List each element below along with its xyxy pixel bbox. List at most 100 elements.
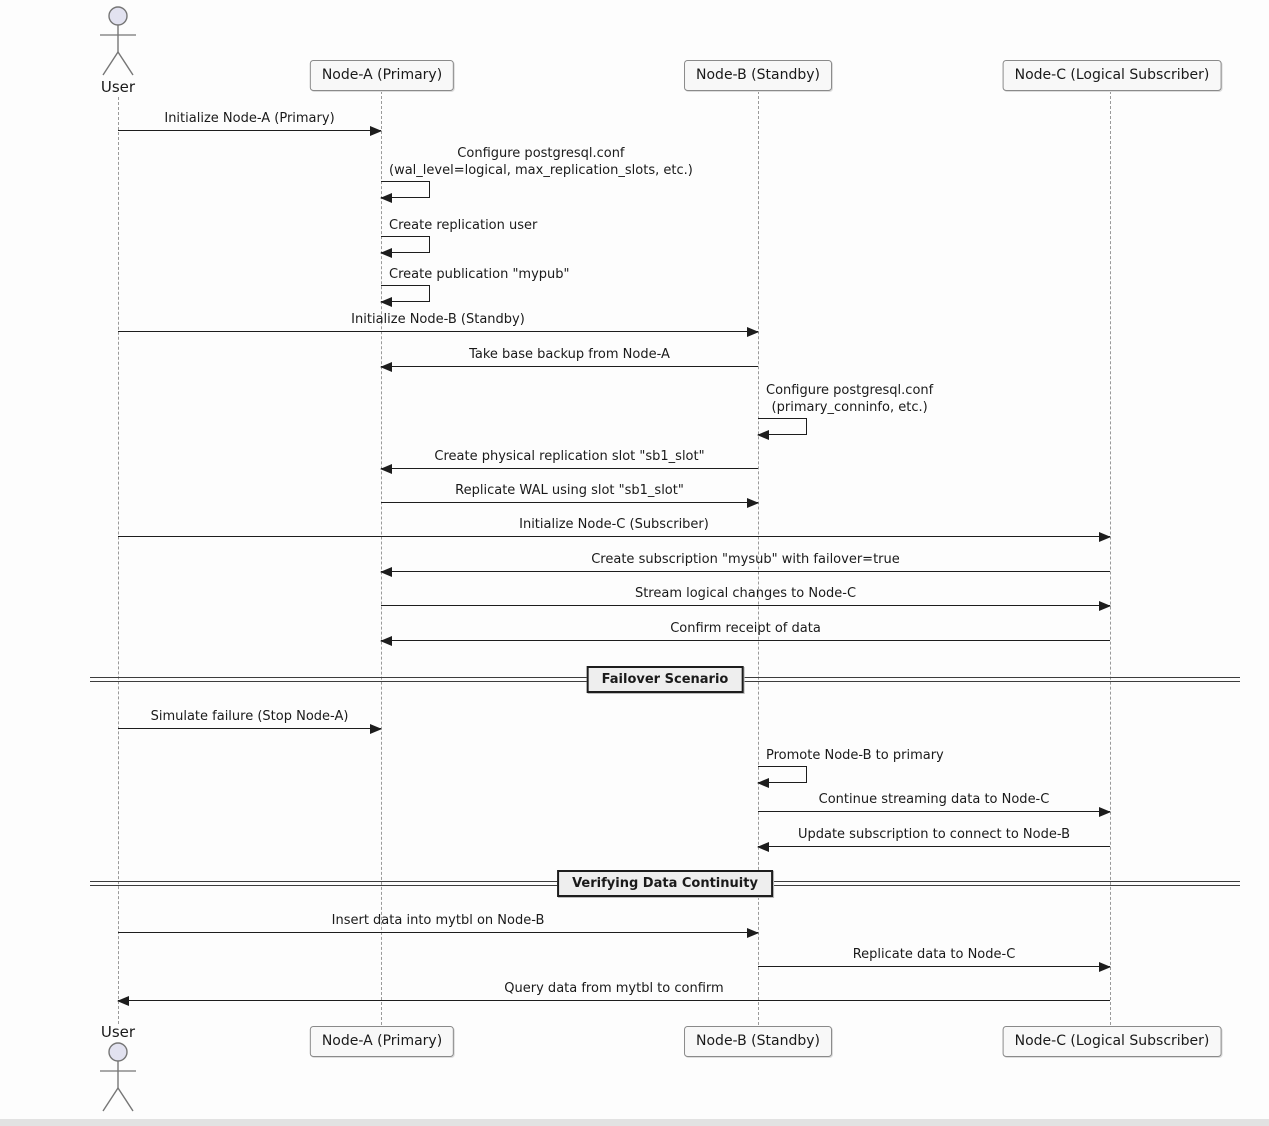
message-line xyxy=(118,932,758,933)
message-label-line1: Configure postgresql.conf xyxy=(457,146,625,161)
stick-figure-icon xyxy=(100,6,136,76)
message-line xyxy=(758,846,1110,847)
arrowhead-left xyxy=(380,636,392,646)
message-label: Replicate data to Node-C xyxy=(852,947,1016,962)
self-message-create-publication: Create publication "mypub" xyxy=(380,263,570,307)
self-message-loop xyxy=(757,418,807,440)
actor-label: User xyxy=(100,78,136,96)
arrowhead-right xyxy=(1099,962,1111,972)
actor-user-bottom: User xyxy=(96,1024,140,1115)
message-insert-data: Insert data into mytbl on Node-B xyxy=(118,912,759,938)
arrowhead-left xyxy=(757,842,769,852)
arrowhead-right xyxy=(1099,532,1111,542)
message-initialize-node-a: Initialize Node-A (Primary) xyxy=(118,110,382,136)
arrowhead-right xyxy=(370,126,382,136)
message-replicate-wal: Replicate WAL using slot "sb1_slot" xyxy=(381,482,759,508)
message-label: Configure postgresql.conf (primary_conni… xyxy=(766,382,933,416)
message-line xyxy=(118,728,381,729)
arrowhead-left xyxy=(380,297,392,307)
message-line xyxy=(381,605,1110,606)
message-line xyxy=(118,331,758,332)
message-simulate-failure: Simulate failure (Stop Node-A) xyxy=(118,708,382,734)
divider-label: Verifying Data Continuity xyxy=(557,870,773,897)
arrowhead-left xyxy=(380,193,392,203)
arrowhead-left xyxy=(380,464,392,474)
message-label: Promote Node-B to primary xyxy=(766,748,944,763)
actor-label: User xyxy=(100,1023,136,1041)
message-line xyxy=(381,571,1110,572)
message-create-physical-slot: Create physical replication slot "sb1_sl… xyxy=(380,448,758,474)
message-line xyxy=(381,366,758,367)
self-message-promote-node-b: Promote Node-B to primary xyxy=(757,744,944,788)
arrowhead-left xyxy=(757,778,769,788)
message-query-data: Query data from mytbl to confirm xyxy=(117,980,1110,1006)
message-label: Create physical replication slot "sb1_sl… xyxy=(434,449,705,464)
message-label-line2: (wal_level=logical, max_replication_slot… xyxy=(389,163,693,178)
message-label: Confirm receipt of data xyxy=(670,621,821,636)
self-message-loop xyxy=(757,766,807,788)
arrowhead-right xyxy=(747,928,759,938)
divider-failover-scenario: Failover Scenario xyxy=(90,666,1240,693)
divider-verifying-data-continuity: Verifying Data Continuity xyxy=(90,870,1240,897)
self-message-loop xyxy=(380,285,430,307)
lifeline-node-c xyxy=(1110,91,1111,1025)
message-label: Update subscription to connect to Node-B xyxy=(797,827,1071,842)
arrowhead-left xyxy=(117,996,129,1006)
message-line xyxy=(118,1000,1110,1001)
message-line xyxy=(758,966,1110,967)
arrowhead-right xyxy=(1099,601,1111,611)
participant-node-b-bottom: Node-B (Standby) xyxy=(684,1026,832,1057)
arrowhead-right xyxy=(370,724,382,734)
message-label: Create publication "mypub" xyxy=(389,267,570,282)
arrowhead-right xyxy=(747,327,759,337)
divider-label: Failover Scenario xyxy=(586,666,744,693)
lifeline-user xyxy=(118,97,119,1024)
participant-node-b-top: Node-B (Standby) xyxy=(684,60,832,91)
actor-user-top: User xyxy=(96,5,140,96)
message-label-line2: (primary_conninfo, etc.) xyxy=(771,400,928,415)
self-message-configure-node-b: Configure postgresql.conf (primary_conni… xyxy=(757,382,933,440)
message-label: Configure postgresql.conf (wal_level=log… xyxy=(389,145,693,179)
message-label: Replicate WAL using slot "sb1_slot" xyxy=(455,483,684,498)
message-create-subscription: Create subscription "mysub" with failove… xyxy=(380,551,1110,577)
message-line xyxy=(381,640,1110,641)
message-take-base-backup: Take base backup from Node-A xyxy=(380,346,758,372)
self-message-configure-node-a: Configure postgresql.conf (wal_level=log… xyxy=(380,145,693,203)
arrowhead-left xyxy=(380,567,392,577)
message-line xyxy=(381,502,758,503)
participant-node-c-top: Node-C (Logical Subscriber) xyxy=(1002,60,1222,91)
message-label: Simulate failure (Stop Node-A) xyxy=(150,709,349,724)
message-label: Continue streaming data to Node-C xyxy=(818,792,1050,807)
arrowhead-left xyxy=(380,362,392,372)
participant-node-a-bottom: Node-A (Primary) xyxy=(309,1026,455,1057)
message-replicate-data: Replicate data to Node-C xyxy=(758,946,1111,972)
message-label-line1: Configure postgresql.conf xyxy=(766,383,934,398)
self-message-loop xyxy=(380,236,430,258)
self-message-create-replication-user: Create replication user xyxy=(380,214,538,258)
lifeline-node-b xyxy=(758,91,759,1025)
lifeline-node-a xyxy=(381,91,382,1025)
message-label: Initialize Node-B (Standby) xyxy=(351,312,525,327)
arrowhead-left xyxy=(757,430,769,440)
message-initialize-node-c: Initialize Node-C (Subscriber) xyxy=(118,516,1111,542)
message-label: Insert data into mytbl on Node-B xyxy=(331,913,545,928)
message-label: Query data from mytbl to confirm xyxy=(504,981,724,996)
stick-figure-icon xyxy=(100,1042,136,1112)
message-label: Create replication user xyxy=(389,218,538,233)
message-label: Create subscription "mysub" with failove… xyxy=(591,552,900,567)
message-line xyxy=(381,468,758,469)
participant-node-c-bottom: Node-C (Logical Subscriber) xyxy=(1002,1026,1222,1057)
message-label: Stream logical changes to Node-C xyxy=(634,586,857,601)
message-line xyxy=(118,536,1110,537)
message-label: Take base backup from Node-A xyxy=(469,347,670,362)
arrowhead-right xyxy=(1099,807,1111,817)
self-message-loop xyxy=(380,181,430,203)
message-line xyxy=(758,811,1110,812)
message-initialize-node-b: Initialize Node-B (Standby) xyxy=(118,311,759,337)
arrowhead-right xyxy=(747,498,759,508)
message-confirm-receipt: Confirm receipt of data xyxy=(380,620,1110,646)
bottom-edge-strip xyxy=(0,1119,1269,1126)
message-label: Initialize Node-C (Subscriber) xyxy=(519,517,709,532)
message-update-subscription: Update subscription to connect to Node-B xyxy=(757,826,1110,852)
